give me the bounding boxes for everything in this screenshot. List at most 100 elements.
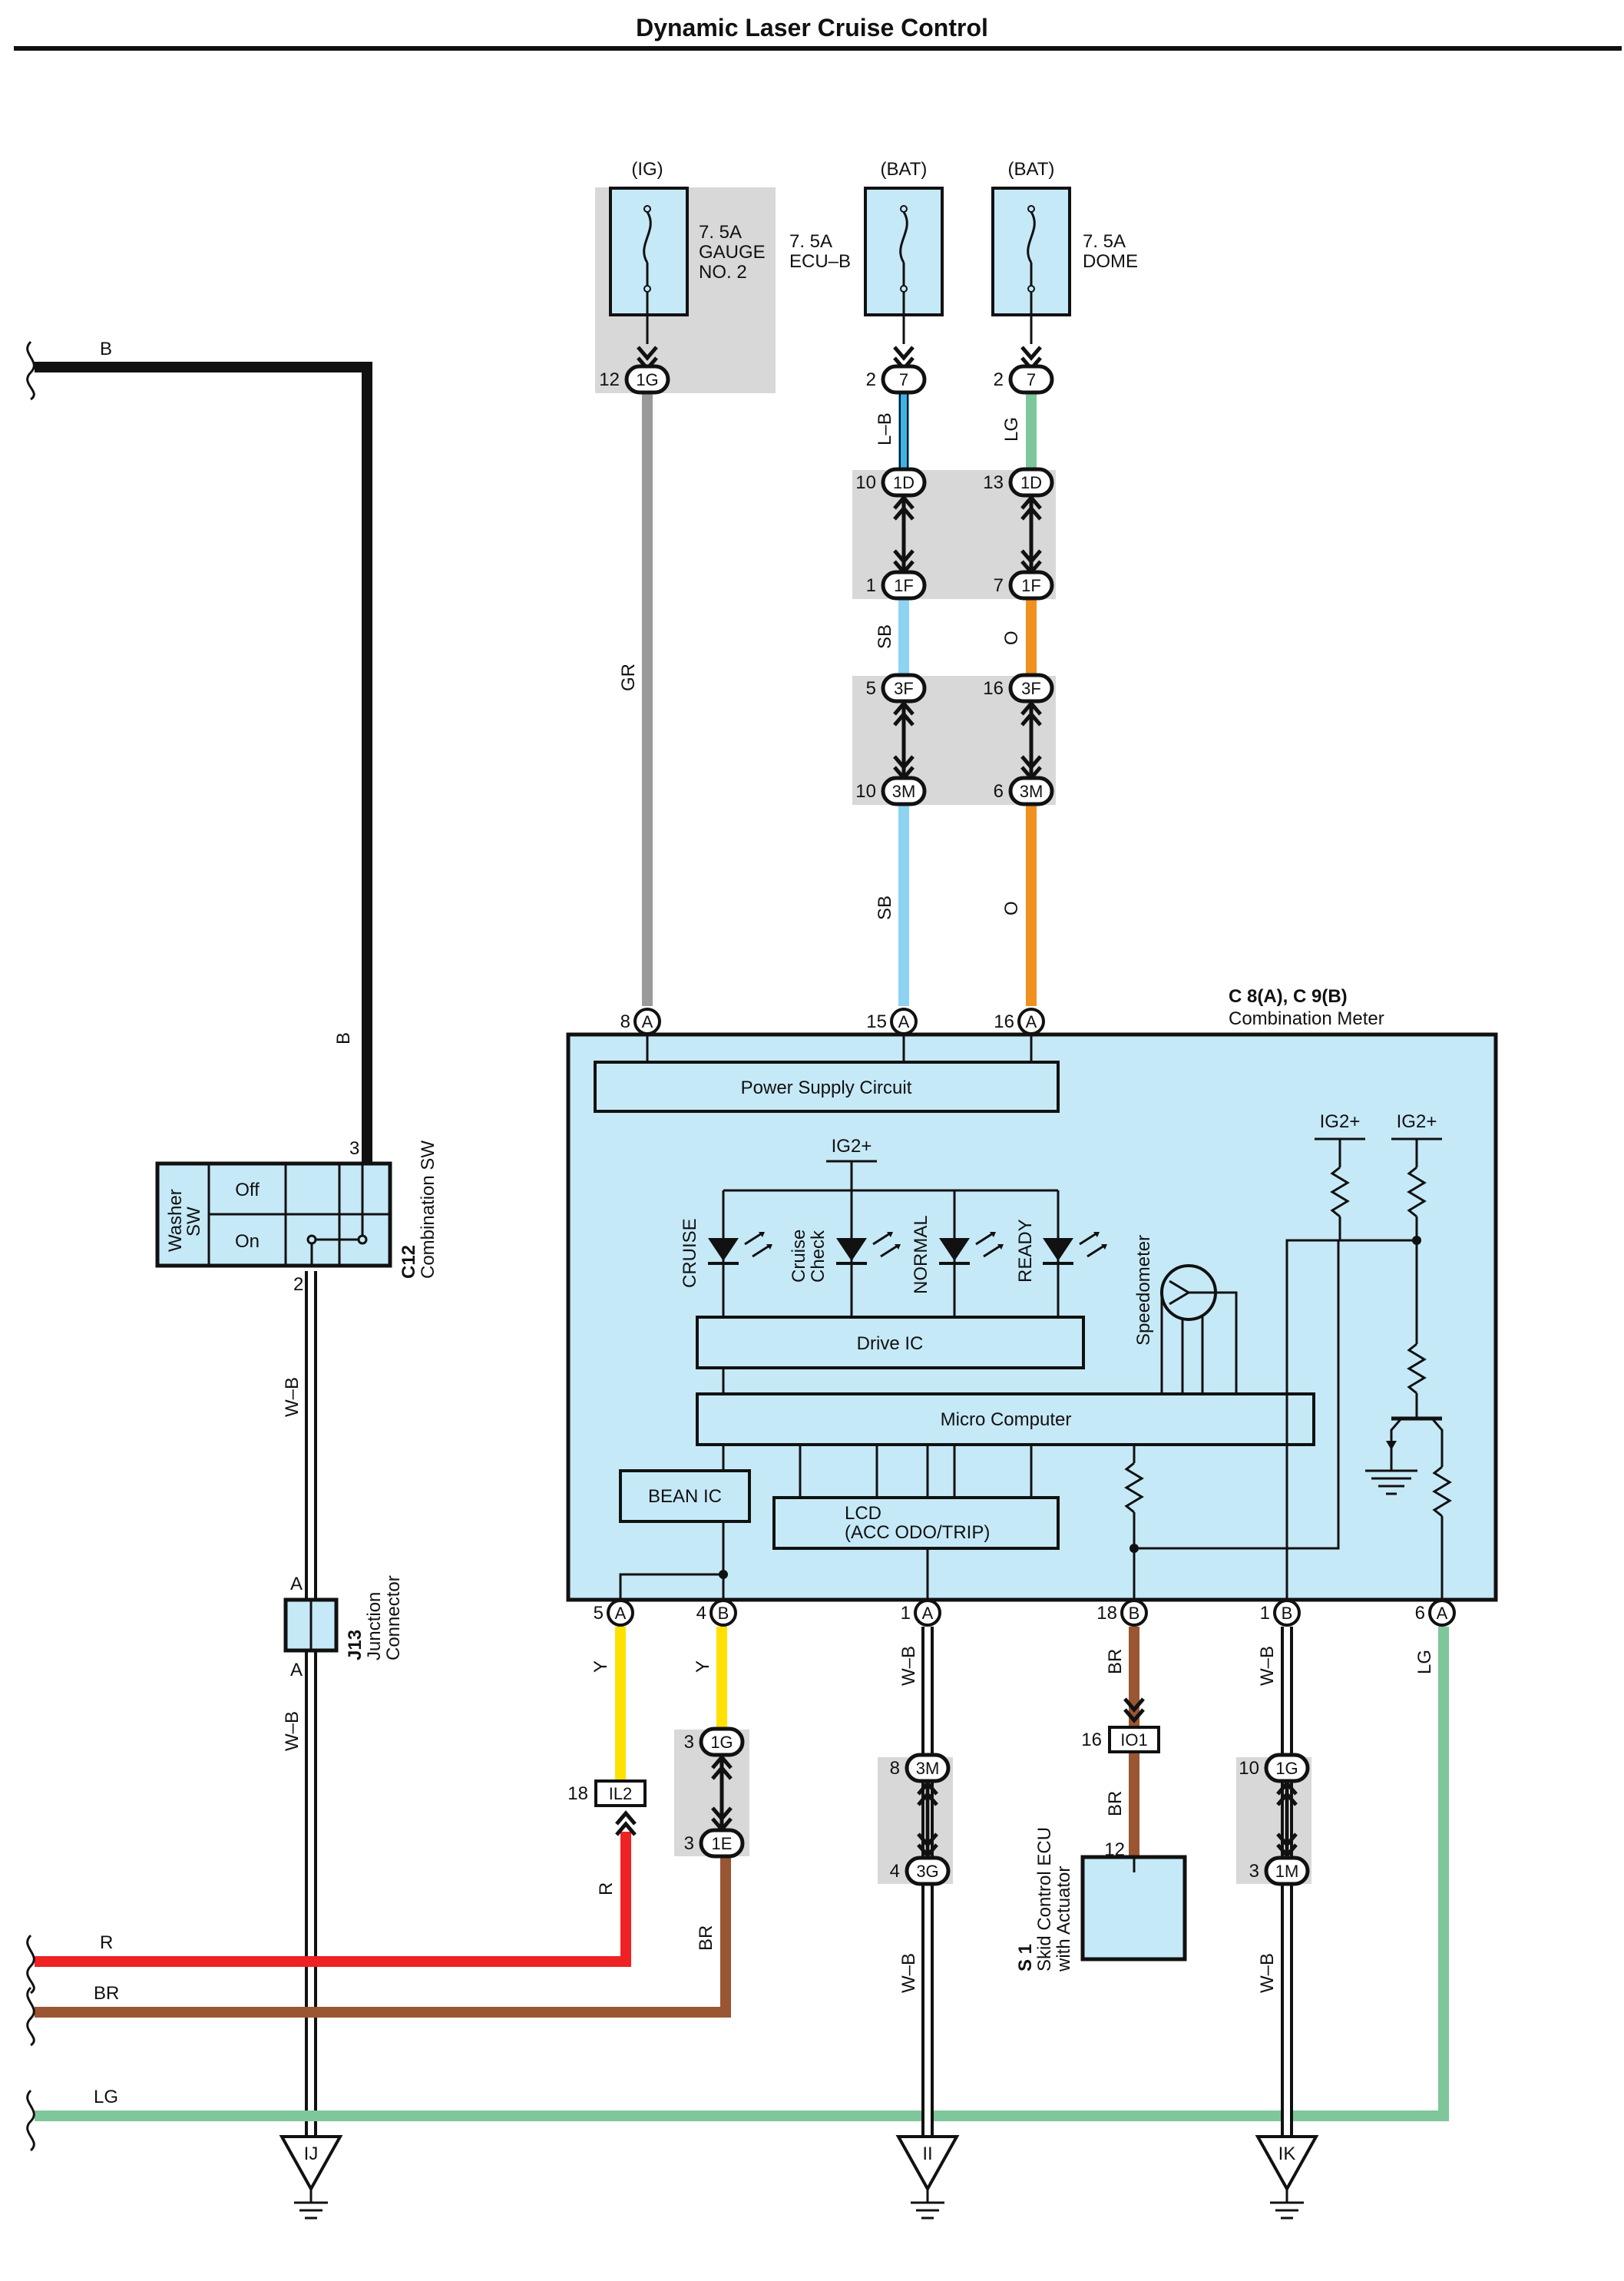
junction-name-1: Junction <box>364 1592 385 1660</box>
svg-text:4: 4 <box>696 1603 706 1624</box>
wire-r <box>35 1832 631 1967</box>
svg-text:16: 16 <box>983 678 1004 699</box>
bean-ic-label: BEAN IC <box>648 1486 722 1507</box>
svg-text:1M: 1M <box>1275 1862 1299 1881</box>
svg-text:3M: 3M <box>1020 782 1044 801</box>
label-lg-bottom: LG <box>94 2087 118 2107</box>
arrow-il2 <box>615 1810 637 1836</box>
svg-text:3: 3 <box>684 1833 694 1854</box>
ig2-label-1: IG2+ <box>1320 1111 1361 1132</box>
source-ig: (IG) <box>631 159 663 180</box>
resistor-ig2-2 <box>1407 1166 1427 1218</box>
fuse-gauge-rating: 7. 5A <box>699 222 742 243</box>
label-lg-top: LG <box>1001 417 1022 442</box>
led-group: CRUISE Cruise Check NORMAL READY <box>680 1190 1107 1317</box>
source-bat-1: (BAT) <box>881 159 928 180</box>
connector-c1f_a: 1F1 <box>866 570 927 601</box>
svg-text:7: 7 <box>994 575 1004 596</box>
svg-text:1F: 1F <box>1021 576 1041 595</box>
led-ready <box>1043 1190 1107 1317</box>
connector-c1m: 1M3 <box>1249 1856 1310 1886</box>
svg-text:1G: 1G <box>636 370 658 389</box>
meter-name: Combination Meter <box>1229 1008 1384 1029</box>
led-label-normal: NORMAL <box>911 1215 931 1294</box>
switch-pin-top: 3 <box>349 1138 359 1159</box>
arrow-pair-1 <box>893 495 915 575</box>
svg-text:3F: 3F <box>894 679 914 698</box>
svg-text:IJ: IJ <box>304 2144 319 2164</box>
svg-text:1: 1 <box>1260 1603 1270 1624</box>
svg-text:2: 2 <box>866 369 876 390</box>
wire-code-labels: B B GR L–B LG SB O SB O W–B W–B Y Y R BR… <box>94 339 1435 2107</box>
ground-ii: II <box>895 2135 960 2220</box>
fuse-gauge-no2 <box>609 187 689 344</box>
label-br-vert: BR <box>696 1925 716 1951</box>
connector-ma6: A6 <box>1415 1599 1456 1627</box>
wire-break-marks <box>26 340 35 2152</box>
svg-text:3M: 3M <box>916 1759 940 1778</box>
junction-arrows <box>615 346 1298 1859</box>
connector-mb1: B1 <box>1260 1599 1301 1627</box>
svg-text:1G: 1G <box>710 1733 733 1752</box>
switch-pin-bottom: 2 <box>293 1274 303 1295</box>
svg-text:1E: 1E <box>712 1834 733 1853</box>
connector-mb4: B4 <box>696 1599 737 1627</box>
switch-on-label: On <box>235 1231 260 1252</box>
svg-text:4: 4 <box>890 1861 900 1882</box>
wires <box>35 362 1449 2137</box>
led-normal <box>939 1190 1004 1317</box>
switch-off-label: Off <box>235 1180 260 1200</box>
bean-ic-box <box>619 1469 751 1523</box>
switch-label-washer: Washer <box>165 1189 186 1252</box>
arrow-io1 <box>1123 1697 1145 1723</box>
speedometer-label: Speedometer <box>1133 1235 1154 1346</box>
svg-text:A: A <box>642 1012 653 1031</box>
source-bat-2: (BAT) <box>1008 159 1055 180</box>
svg-text:B: B <box>718 1604 729 1623</box>
meter-code: C 8(A), C 9(B) <box>1229 986 1348 1007</box>
svg-text:1: 1 <box>901 1603 911 1624</box>
grounds: IJ II IK <box>279 2135 1319 2220</box>
connector-c3g: 3G4 <box>890 1856 951 1886</box>
connector-ma16: A16 <box>994 1008 1045 1035</box>
arrow-pair-3 <box>893 700 915 781</box>
svg-text:3M: 3M <box>892 782 916 801</box>
connector-c3f_a: 3F5 <box>866 673 927 704</box>
label-br-1: BR <box>1105 1649 1126 1674</box>
label-wb-1: W–B <box>282 1377 303 1417</box>
connector-c1g_top: 1G 12 <box>599 364 670 395</box>
label-y-1: Y <box>590 1660 611 1673</box>
label-wb-3: W–B <box>898 1646 919 1686</box>
led-cruise <box>708 1190 772 1317</box>
skid-name-2: with Actuator <box>1053 1866 1074 1972</box>
ground-ik: IK <box>1255 2135 1319 2220</box>
svg-text:12: 12 <box>599 369 620 390</box>
junction-pin-top: A <box>290 1574 303 1594</box>
combination-meter: C 8(A), C 9(B) Combination Meter Power S… <box>566 986 1498 1602</box>
power-supply-label: Power Supply Circuit <box>741 1078 912 1098</box>
connector-ma5: A5 <box>594 1599 634 1627</box>
connector-mb18: B18 <box>1096 1599 1148 1627</box>
resistor-base <box>1407 1342 1427 1395</box>
connector-c3m_l: 3M8 <box>890 1753 951 1783</box>
fuse-dome <box>991 187 1071 344</box>
switch-name: Combination SW <box>418 1140 438 1279</box>
svg-text:IO1: IO1 <box>1120 1730 1147 1750</box>
svg-text:1: 1 <box>866 575 876 596</box>
led-cruise-check <box>836 1190 901 1317</box>
label-o-1: O <box>1001 631 1022 645</box>
resistor-18b <box>1124 1462 1144 1514</box>
connector-c7b: 72 <box>994 364 1054 395</box>
svg-text:1G: 1G <box>1275 1759 1298 1778</box>
svg-text:7: 7 <box>899 370 908 389</box>
label-r: R <box>100 1932 113 1953</box>
junction-connector: A A J13 Junction Connector <box>283 1574 404 1680</box>
svg-text:7: 7 <box>1027 370 1036 389</box>
arrow-pair-7 <box>1276 1780 1298 1859</box>
svg-text:1D: 1D <box>893 473 915 492</box>
label-sb-2: SB <box>875 896 895 920</box>
page-title: Dynamic Laser Cruise Control <box>636 14 988 41</box>
